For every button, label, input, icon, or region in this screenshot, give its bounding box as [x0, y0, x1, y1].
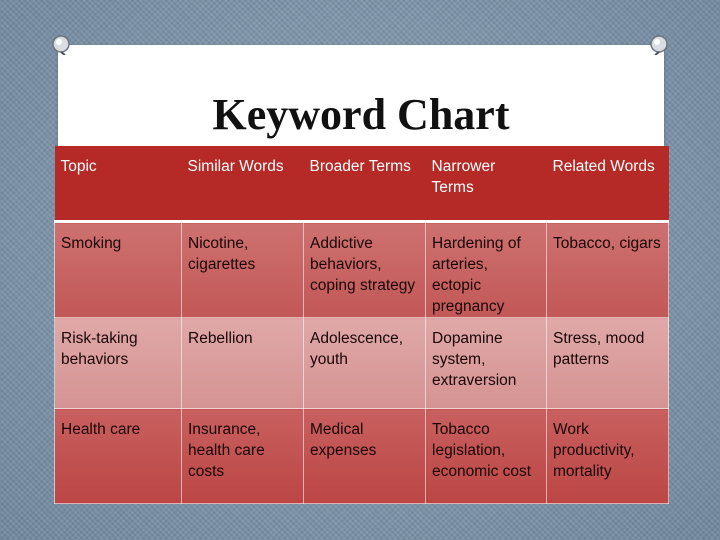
table-row: Risk-taking behaviors Rebellion Adolesce…: [54, 317, 669, 409]
table-cell: Stress, mood patterns: [546, 317, 669, 409]
table-cell: Hardening of arteries, ectopic pregnancy: [425, 221, 547, 318]
table-cell: Tobacco, cigars: [546, 221, 669, 318]
table-header-row: Topic Similar Words Broader Terms Narrow…: [54, 146, 669, 223]
column-header: Similar Words: [181, 146, 304, 223]
table-cell: Health care: [54, 408, 182, 504]
column-header: Topic: [54, 146, 182, 223]
table-cell: Nicotine, cigarettes: [181, 221, 304, 318]
table-cell: Adolescence, youth: [303, 317, 426, 409]
pushpin-icon: [648, 33, 670, 55]
table-row: Smoking Nicotine, cigarettes Addictive b…: [54, 221, 669, 318]
column-header: Related Words: [546, 146, 669, 223]
table-cell: Work productivity, mortality: [546, 408, 669, 504]
keyword-table: Topic Similar Words Broader Terms Narrow…: [54, 146, 669, 504]
column-header: Broader Terms: [303, 146, 426, 223]
pushpin-icon: [50, 33, 72, 55]
table-cell: Insurance, health care costs: [181, 408, 304, 504]
table-row: Health care Insurance, health care costs…: [54, 408, 669, 504]
table-cell: Tobacco legislation, economic cost: [425, 408, 547, 504]
page-title: Keyword Chart: [212, 90, 510, 139]
table-cell: Dopamine system, extraversion: [425, 317, 547, 409]
table-cell: Rebellion: [181, 317, 304, 409]
table-cell: Medical expenses: [303, 408, 426, 504]
slide-title-panel: [58, 45, 664, 151]
table-cell: Smoking: [54, 221, 182, 318]
column-header: Narrower Terms: [425, 146, 547, 223]
table-cell: Risk-taking behaviors: [54, 317, 182, 409]
table-cell: Addictive behaviors, coping strategy: [303, 221, 426, 318]
